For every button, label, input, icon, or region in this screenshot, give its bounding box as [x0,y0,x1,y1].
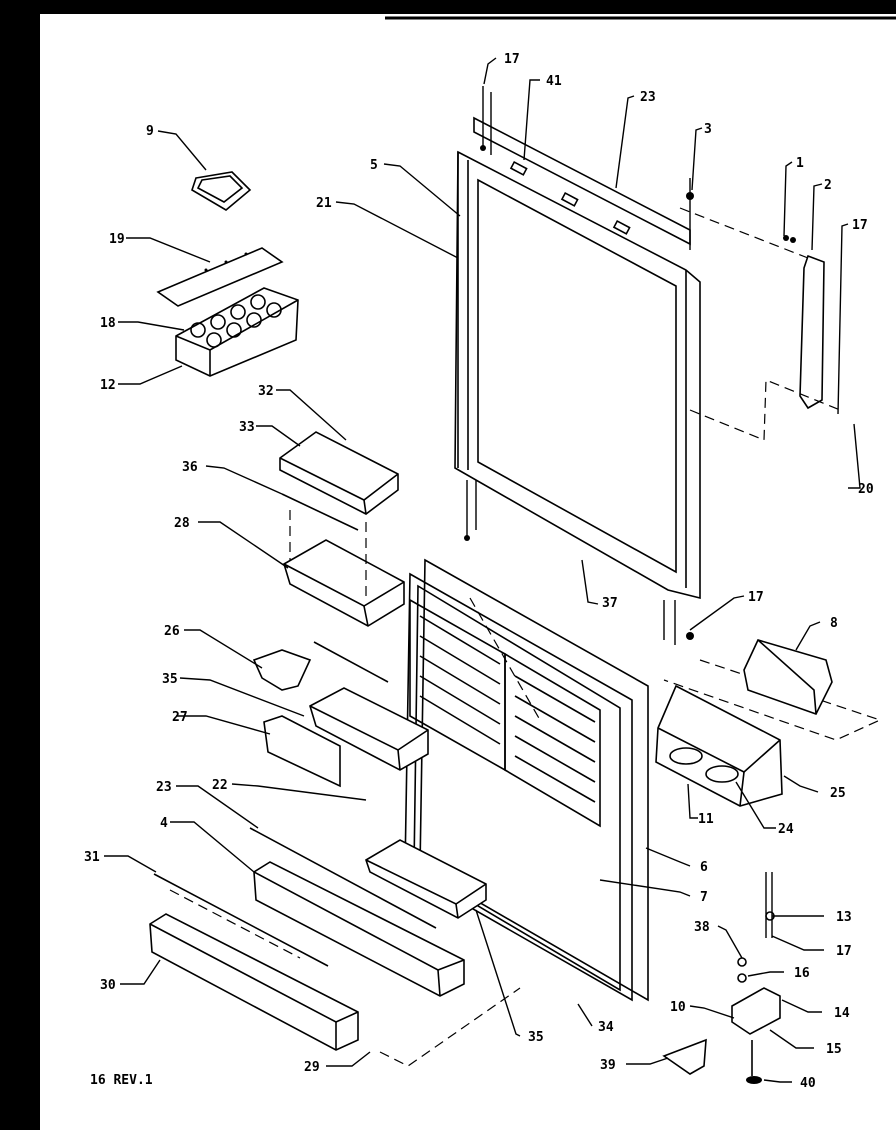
ice-tray-cover-19 [156,247,284,307]
callout-7: 7 [700,890,708,905]
callout-14: 14 [834,1006,850,1021]
door-liner [404,558,649,1002]
callout-23-top: 23 [640,90,656,105]
callout-4: 4 [160,816,168,831]
callout-35-lower: 35 [528,1030,544,1045]
control-housing-24 [655,684,783,807]
door-bin-30 [149,873,359,1051]
callout-30: 30 [100,978,116,993]
callout-15: 15 [826,1042,842,1057]
door-bin-35-upper [309,641,429,771]
callout-22: 22 [212,778,228,793]
egg-cup-26 [252,649,312,691]
callout-31: 31 [84,850,100,865]
callout-11: 11 [698,812,714,827]
callout-10: 10 [670,1000,686,1015]
callout-27: 27 [172,710,188,725]
door-bin-4 [249,827,465,997]
revision-note: 16 REV.1 [90,1073,153,1088]
callout-19: 19 [109,232,125,247]
connector-lines [379,597,882,1067]
lower-hinge-assembly [662,872,781,1084]
door-bin-35-lower [365,839,487,919]
callout-20: 20 [858,482,874,497]
callout-38: 38 [694,920,710,935]
callout-40: 40 [800,1076,816,1091]
callout-33: 33 [239,420,255,435]
callout-3: 3 [704,122,712,137]
callout-35-upper: 35 [162,672,178,687]
callout-8: 8 [830,616,838,631]
callout-labels: 9 19 18 12 32 33 36 28 26 35 27 23 22 4 … [84,52,874,1091]
callout-36: 36 [182,460,198,475]
callout-26: 26 [164,624,180,639]
callout-21: 21 [316,196,332,211]
callout-5: 5 [370,158,378,173]
leader-lines [104,57,861,1083]
ice-tray-18 [175,287,299,377]
callout-17-lower: 17 [836,944,852,959]
dairy-compartment [279,431,399,531]
door-bin-28 [283,510,405,627]
callout-17-mid: 17 [748,590,764,605]
top-screws [464,86,694,645]
door-handle [679,207,841,441]
callout-39: 39 [600,1058,616,1073]
callout-41: 41 [546,74,562,89]
shelf-guard-27 [263,715,341,788]
callout-17-right: 17 [852,218,868,233]
callout-29: 29 [304,1060,320,1075]
callout-9: 9 [146,124,154,139]
door-frame [454,150,701,600]
callout-2: 2 [824,178,832,193]
callout-23-lower: 23 [156,780,172,795]
callout-25: 25 [830,786,846,801]
callout-1: 1 [796,156,804,171]
callout-16: 16 [794,966,810,981]
callout-24: 24 [778,822,794,837]
callout-6: 6 [700,860,708,875]
callout-32: 32 [258,384,274,399]
control-cover-8 [743,639,833,715]
callout-34: 34 [598,1020,614,1035]
callout-12: 12 [100,378,116,393]
callout-17-top: 17 [504,52,520,67]
callout-18: 18 [100,316,116,331]
callout-37: 37 [602,596,618,611]
ice-scoop-9 [191,171,252,211]
callout-13: 13 [836,910,852,925]
callout-28: 28 [174,516,190,531]
